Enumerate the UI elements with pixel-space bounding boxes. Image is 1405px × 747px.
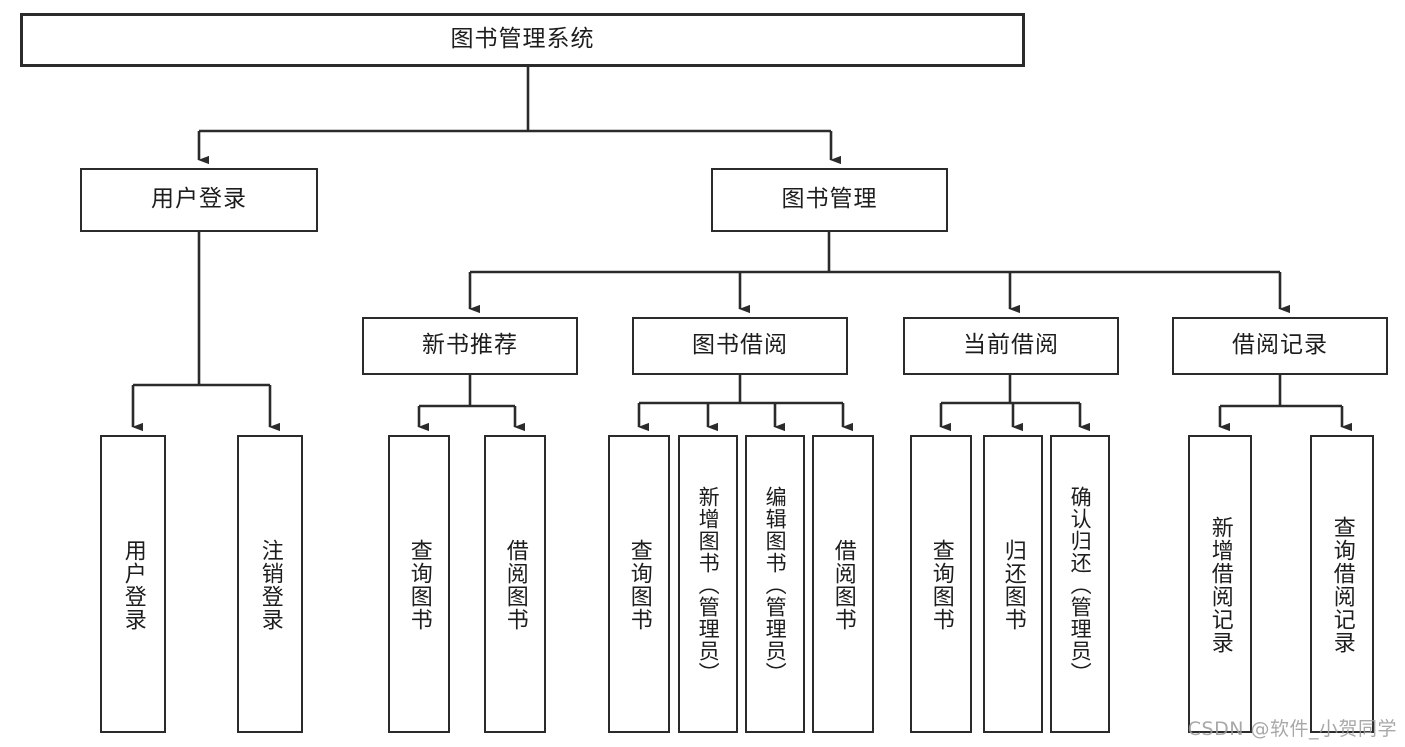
leaf-node-label: 查询图书 [406, 539, 432, 631]
node-book-borrow-label: 图书借阅 [692, 332, 788, 359]
leaf-node-label: 归还图书 [1000, 539, 1026, 631]
leaf-node-label: 查询借阅记录 [1329, 516, 1355, 654]
leaf-node-label: 注销登录 [257, 539, 283, 631]
leaf-node-label: 查询图书 [626, 539, 652, 631]
node-user-login[interactable]: 用户登录 [80, 168, 318, 232]
node-root[interactable]: 图书管理系统 [20, 13, 1025, 67]
node-book-management[interactable]: 图书管理 [711, 168, 948, 232]
node-new-book-recommend[interactable]: 新书推荐 [362, 317, 578, 375]
leaf-node-label: 确认归还（管理员） [1068, 486, 1093, 684]
leaf-node[interactable]: 注销登录 [237, 435, 303, 733]
leaf-node[interactable]: 查询图书 [608, 435, 670, 733]
leaf-node[interactable]: 新增图书（管理员） [678, 435, 738, 733]
leaf-node-label: 借阅图书 [830, 539, 856, 631]
node-user-login-label: 用户登录 [151, 186, 247, 213]
leaf-node-label: 借阅图书 [502, 539, 528, 631]
leaf-node-label: 新增借阅记录 [1207, 516, 1233, 654]
leaf-node[interactable]: 用户登录 [100, 435, 166, 733]
leaf-node[interactable]: 编辑图书（管理员） [745, 435, 805, 733]
node-book-borrow[interactable]: 图书借阅 [632, 317, 848, 375]
leaf-node-label: 用户登录 [120, 539, 146, 631]
leaf-node[interactable]: 查询借阅记录 [1310, 435, 1374, 733]
leaf-node-label: 编辑图书（管理员） [763, 486, 788, 684]
leaf-node-label: 新增图书（管理员） [696, 486, 721, 684]
node-current-borrow-label: 当前借阅 [963, 332, 1059, 359]
node-new-book-recommend-label: 新书推荐 [422, 332, 518, 359]
node-borrow-record[interactable]: 借阅记录 [1172, 317, 1388, 375]
node-current-borrow[interactable]: 当前借阅 [903, 317, 1119, 375]
node-root-label: 图书管理系统 [450, 26, 595, 53]
leaf-node[interactable]: 归还图书 [983, 435, 1043, 733]
node-book-management-label: 图书管理 [781, 186, 878, 213]
leaf-node-label: 查询图书 [928, 539, 954, 631]
leaf-node[interactable]: 查询图书 [388, 435, 450, 733]
leaf-node[interactable]: 查询图书 [910, 435, 972, 733]
leaf-node[interactable]: 新增借阅记录 [1188, 435, 1252, 733]
node-borrow-record-label: 借阅记录 [1232, 332, 1328, 359]
leaf-node[interactable]: 借阅图书 [484, 435, 546, 733]
leaf-node[interactable]: 确认归还（管理员） [1050, 435, 1110, 733]
leaf-node[interactable]: 借阅图书 [812, 435, 874, 733]
